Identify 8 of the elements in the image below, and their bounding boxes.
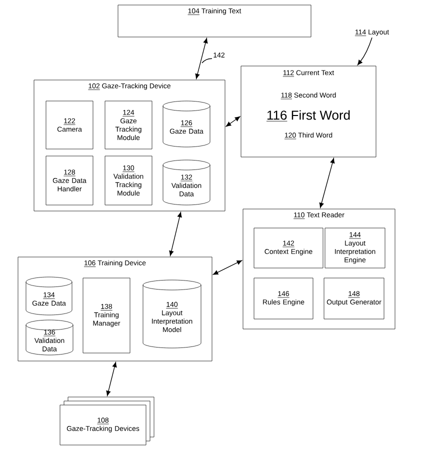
arrow bbox=[169, 212, 182, 256]
arrow bbox=[357, 37, 372, 66]
arrow bbox=[106, 362, 117, 396]
leader-line bbox=[202, 58, 212, 64]
arrow bbox=[319, 158, 335, 208]
arrow bbox=[226, 116, 240, 127]
arrow bbox=[213, 260, 242, 275]
arrow bbox=[195, 38, 208, 79]
